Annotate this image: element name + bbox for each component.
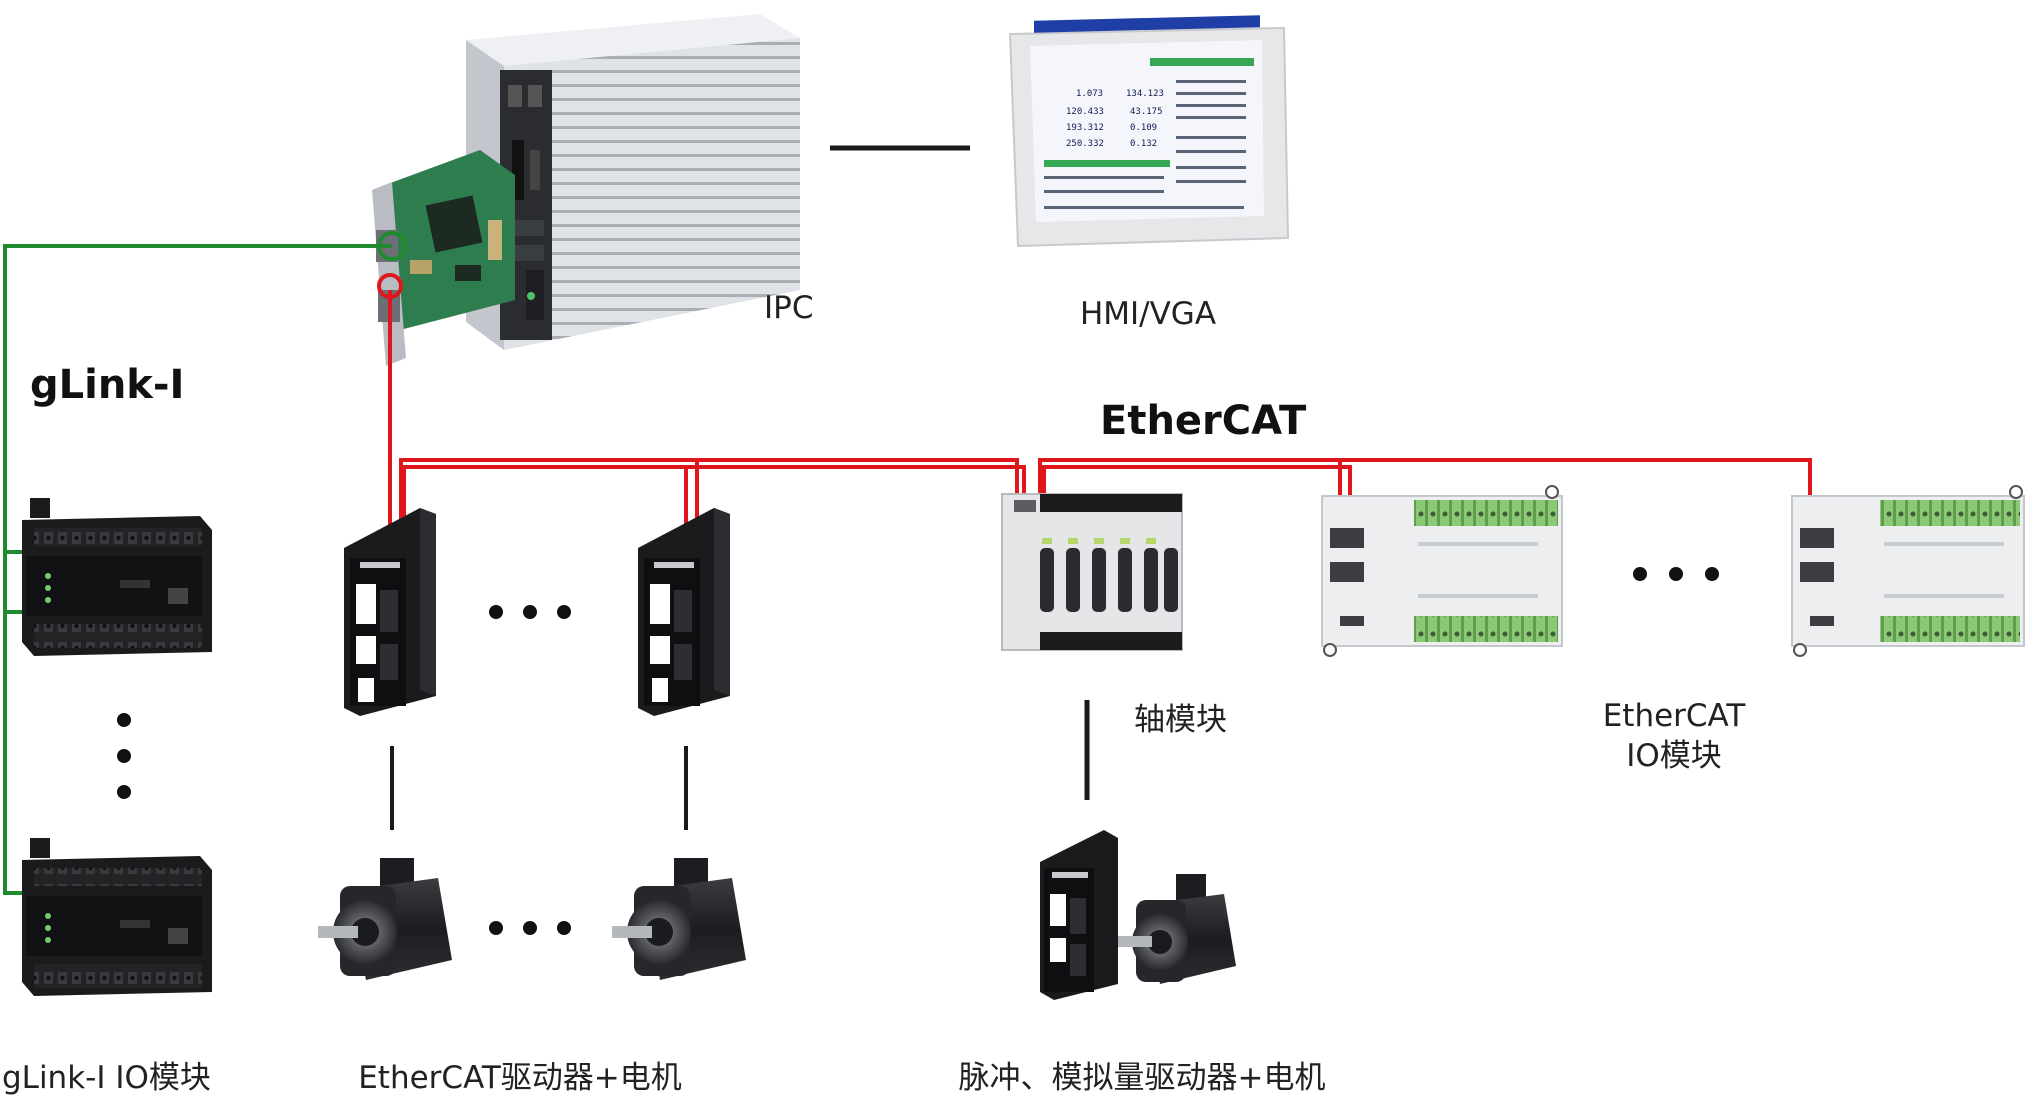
hmi-reading-1: 1.073 [1076, 89, 1103, 99]
servo-motor-icon [1118, 874, 1236, 984]
hmi-panel-icon: 1.073 134.123 120.433 43.175 193.312 0.1… [1008, 15, 1290, 248]
glink-port-marker [377, 231, 407, 261]
ellipsis-icon [489, 921, 571, 935]
ethercat-drive-label: EtherCAT驱动器+电机 [358, 1060, 682, 1096]
ethercat-port-marker [377, 273, 403, 299]
servo-motor-icon [612, 858, 746, 980]
ellipsis-icon [1633, 567, 1719, 581]
axis-module-icon [1001, 493, 1183, 651]
servo-drive-icon [344, 508, 436, 716]
axis-module-label: 轴模块 [1134, 702, 1227, 738]
glink-bus-line [3, 244, 392, 895]
hmi-reading-8: 0.132 [1130, 139, 1157, 149]
servo-motor-icon [318, 858, 452, 980]
hmi-reading-2: 134.123 [1126, 89, 1164, 99]
ipc-icon [372, 14, 800, 366]
ellipsis-icon [117, 713, 131, 799]
ellipsis-icon [489, 605, 571, 619]
servo-drive-icon [1040, 830, 1118, 1000]
servo-drive-icon [638, 508, 730, 716]
ipc-label: IPC [764, 290, 814, 326]
hmi-reading-5: 193.312 [1066, 123, 1104, 133]
glink-bus-label: gLink-I [30, 362, 185, 408]
glink-io-label: gLink-I IO模块 [2, 1060, 211, 1096]
glink-io-module-icon [22, 838, 212, 996]
pulse-drive-label: 脉冲、模拟量驱动器+电机 [958, 1060, 1326, 1096]
hmi-reading-6: 0.109 [1130, 123, 1157, 133]
ethercat-io-module-icon [1791, 485, 2025, 657]
ethercat-io-module-icon [1321, 485, 1563, 657]
ethercat-io-label: EtherCAT IO模块 [1602, 698, 1746, 774]
hmi-reading-3: 120.433 [1066, 107, 1104, 117]
ethercat-bus-label: EtherCAT [1100, 398, 1307, 444]
hmi-label: HMI/VGA [1079, 296, 1217, 332]
glink-io-module-icon [22, 498, 212, 656]
hmi-reading-4: 43.175 [1130, 107, 1163, 117]
hmi-reading-7: 250.332 [1066, 139, 1104, 149]
